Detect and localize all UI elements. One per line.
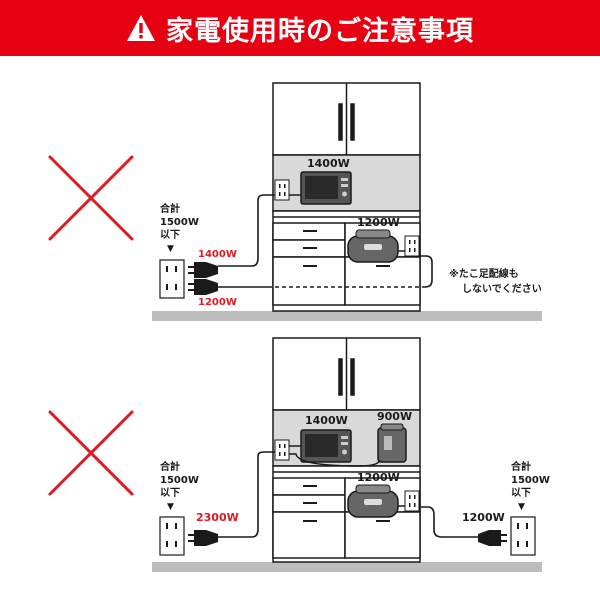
plug-top-watt: 1400W bbox=[198, 249, 237, 260]
cross-mark-icon bbox=[48, 155, 134, 241]
plug-right-watt: 1200W bbox=[462, 511, 505, 524]
banner-title: 家電使用時のご注意事項 bbox=[166, 15, 474, 47]
cooker-watt-label: 1200W bbox=[357, 216, 400, 229]
note-line-2: しないでください bbox=[462, 283, 542, 295]
cord-top bbox=[218, 194, 275, 267]
outlet-label-line1: 合計 bbox=[159, 202, 180, 215]
floor-outlet-right bbox=[510, 516, 536, 556]
outlet-left-label-line1: 合計 bbox=[159, 460, 180, 473]
warning-banner: 家電使用時のご注意事項 bbox=[0, 0, 600, 56]
floor-outlet-left bbox=[159, 516, 185, 556]
warning-triangle-icon bbox=[127, 15, 155, 41]
outlet-label-line3: 以下 bbox=[160, 229, 180, 241]
floor bbox=[152, 562, 542, 572]
microwave-icon bbox=[300, 171, 352, 205]
down-arrow-icon: ▼ bbox=[167, 502, 174, 512]
cooker-outlet bbox=[404, 235, 420, 257]
down-arrow-icon: ▼ bbox=[167, 244, 174, 254]
kettle-cord bbox=[289, 453, 381, 467]
cooker-watt-label: 1200W bbox=[357, 471, 400, 484]
rice-cooker-icon bbox=[347, 484, 399, 518]
outlet-right-label-line2: 1500W bbox=[511, 475, 550, 486]
plug-left-watt: 2300W bbox=[196, 511, 239, 524]
plug-icon bbox=[188, 279, 218, 295]
microwave-icon bbox=[300, 429, 352, 463]
scenario-1: 1400W 1200W bbox=[48, 82, 542, 321]
wall-outlet bbox=[274, 179, 290, 201]
plug-icon bbox=[188, 262, 218, 278]
outlet-left-label-line2: 1500W bbox=[160, 475, 199, 486]
plug-bottom-watt: 1200W bbox=[198, 297, 237, 308]
outlet-left-label-line3: 以下 bbox=[160, 487, 180, 499]
electric-kettle-icon bbox=[377, 423, 407, 463]
floor bbox=[152, 311, 542, 321]
down-arrow-icon: ▼ bbox=[518, 502, 525, 512]
cord-left bbox=[218, 451, 275, 538]
microwave-watt-label: 1400W bbox=[305, 414, 348, 427]
kettle-watt-label: 900W bbox=[377, 410, 412, 423]
scenario-2: 1400W 900W 1200W bbox=[48, 337, 550, 572]
cord-right bbox=[419, 506, 486, 538]
outlet-right-label-line1: 合計 bbox=[510, 460, 531, 473]
cord-to-cooker bbox=[419, 255, 433, 288]
wall-outlet bbox=[274, 439, 290, 461]
outlet-label-line2: 1500W bbox=[160, 217, 199, 228]
outlet-right-label-line3: 以下 bbox=[511, 487, 531, 499]
plug-icon bbox=[478, 530, 507, 546]
cooker-outlet bbox=[404, 490, 420, 512]
microwave-watt-label: 1400W bbox=[307, 157, 350, 170]
rice-cooker-icon bbox=[347, 229, 399, 263]
note-line-1: ※たこ足配線も bbox=[449, 267, 519, 280]
cross-mark-icon bbox=[48, 410, 134, 496]
floor-outlet bbox=[159, 259, 185, 299]
plug-icon bbox=[188, 530, 218, 546]
